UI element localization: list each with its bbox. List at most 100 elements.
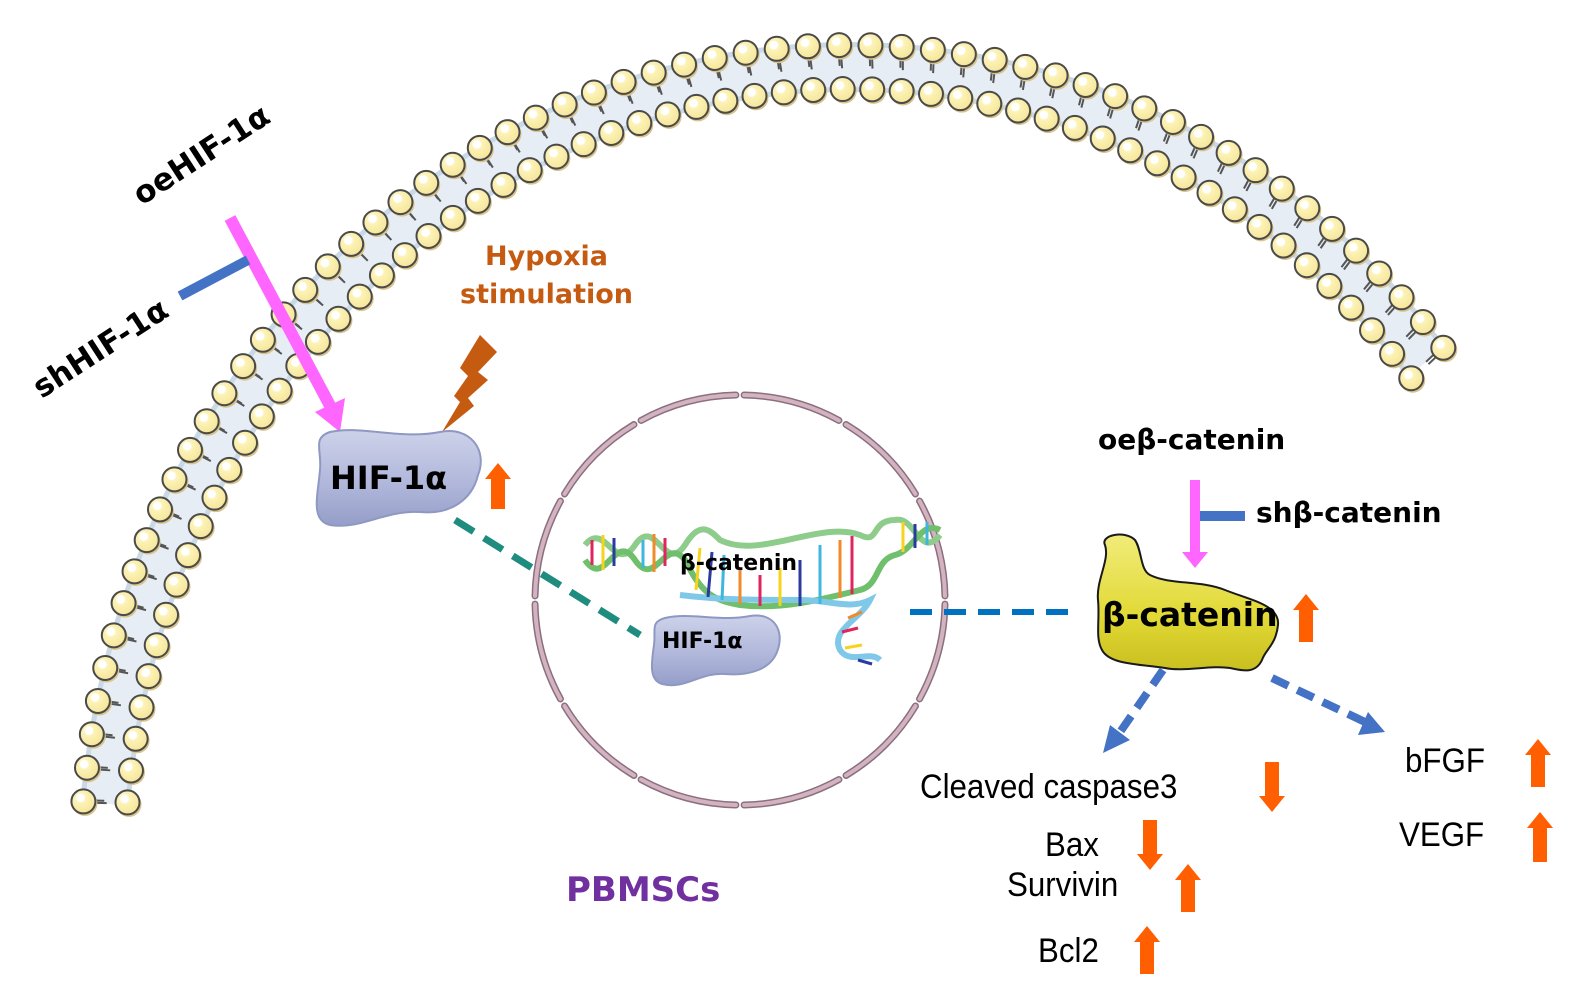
nuclear-envelope-segment-fill [917, 499, 947, 598]
nuclear-envelope-segment-fill [639, 777, 738, 807]
nucleus-gene-label: β-catenin [680, 551, 798, 576]
oe-beta-catenin-label: oeβ-catenin [1098, 423, 1286, 456]
lipid-head-outer [230, 353, 257, 380]
lipid-head-inner [391, 242, 418, 269]
lipid-head-inner [1117, 137, 1144, 164]
nuclear-envelope-segment-fill [639, 393, 738, 423]
survivin-label: Survivin [1007, 866, 1119, 904]
lipid-head-inner [1359, 317, 1386, 344]
lipid-head-inner [163, 571, 190, 598]
lipid-head-outer [794, 33, 821, 60]
lipid-head-outer [1072, 72, 1099, 99]
dna-base-pair [720, 554, 726, 601]
lipid-head-inner [232, 429, 259, 456]
lipid-head-inner [1005, 97, 1032, 124]
lipid-head-outer [100, 622, 127, 649]
lipid-head-outer [1388, 284, 1415, 311]
lipid-head-outer [610, 68, 637, 95]
lipid-head-inner [1033, 105, 1060, 132]
nuclear-envelope-segment [561, 702, 638, 779]
nuclear-envelope-segment [842, 421, 919, 498]
lipid-head-inner [947, 85, 974, 112]
lipid-head-inner [114, 789, 141, 816]
lipid-head-inner [516, 157, 543, 184]
cleaved-caspase3-regulation-arrow-icon [1259, 762, 1285, 812]
lipid-head-outer [671, 51, 698, 78]
lipid-head-inner [800, 77, 827, 104]
lipid-head-inner [143, 632, 170, 659]
lipid-head-outer [70, 788, 97, 815]
lipid-head-inner [543, 143, 570, 170]
lipid-head-outer [146, 496, 173, 523]
lipid-head-outer [950, 41, 977, 68]
lipid-head-outer [888, 33, 915, 60]
lipid-head-outer [193, 408, 220, 435]
nuclear-envelope-segment [916, 497, 949, 600]
lipid-head-inner [187, 513, 214, 540]
lipid-head-outer [1215, 139, 1242, 166]
lipid-head-inner [1316, 272, 1343, 299]
lipid-head-outer [84, 687, 111, 714]
lipid-head-outer [133, 527, 160, 554]
hif1a-regulation-arrow-icon [485, 463, 511, 509]
sh-beta-catenin-label: shβ-catenin [1256, 496, 1442, 529]
lipid-head-outer [121, 558, 148, 585]
bax-label: Bax [1045, 826, 1099, 864]
lipid-head-inner [859, 76, 886, 103]
lipid-head-outer [161, 466, 188, 493]
lipid-head-inner [654, 101, 681, 128]
lipid-head-outer [701, 44, 728, 71]
bfgf-label: bFGF [1405, 742, 1485, 780]
membrane-core [85, 46, 1443, 806]
vegf-label: VEGF [1399, 816, 1485, 854]
nuclear-envelope-segment-fill [562, 704, 636, 778]
cell-membrane-bilayer [70, 32, 1458, 817]
bcl2-regulation-arrow-icon [1134, 926, 1160, 974]
lipid-head-inner [439, 204, 466, 231]
lipid-head-outer [73, 754, 100, 781]
nuclear-envelope-segment-fill [533, 499, 563, 598]
dna-base-pair [841, 626, 859, 634]
lipid-head-outer [92, 654, 119, 681]
lipid-head-outer [1430, 334, 1457, 361]
lipid-head-inner [917, 80, 944, 107]
nuclear-envelope-segment-fill [844, 422, 918, 496]
nuclear-envelope-segment [740, 391, 843, 424]
lipid-head-inner [741, 82, 768, 109]
lipid-head-inner [135, 663, 162, 690]
oecatenin-arrowhead-icon [1182, 552, 1208, 568]
lipid-head-inner [1270, 232, 1297, 259]
lipid-head-outer [1268, 175, 1295, 202]
lipid-head-inner [464, 187, 491, 214]
lipid-head-inner [1246, 213, 1273, 240]
lipid-head-outer [1294, 195, 1321, 222]
lipid-head-inner [712, 87, 739, 114]
lipid-head-inner [1221, 196, 1248, 223]
dna-base-pair [694, 547, 702, 591]
lipid-head-outer [314, 253, 341, 280]
catenin-to-growth-dashed-arrow [1270, 674, 1367, 726]
lipid-head-outer [1159, 108, 1186, 135]
lipid-head-inner [415, 222, 442, 249]
lipid-head-outer [413, 169, 440, 196]
lipid-head-inner [266, 377, 293, 404]
lipid-head-outer [1102, 83, 1129, 110]
nuclear-envelope-segment-fill [742, 393, 841, 423]
lipid-head-inner [490, 171, 517, 198]
nuclear-envelope-segment-fill [533, 602, 563, 701]
lipid-head-inner [626, 110, 653, 137]
hypoxia-label-line1: Hypoxia [485, 241, 608, 272]
dna-helix-icon [582, 516, 943, 666]
nuclear-envelope-segment-fill [562, 422, 636, 496]
apoptosis-arrowhead-icon [1103, 725, 1130, 753]
hif-to-nucleus-dashed-link [453, 517, 642, 638]
oehif-activation-arrow [224, 215, 341, 418]
nuclear-envelope-segment [740, 776, 843, 809]
lipid-head-inner [248, 403, 275, 430]
lipid-head-outer [640, 59, 667, 86]
lipid-head-inner [1398, 365, 1425, 392]
lipid-head-inner [1338, 294, 1365, 321]
nuclear-envelope-segment [637, 391, 740, 424]
nuclear-envelope-segment-fill [742, 777, 841, 807]
